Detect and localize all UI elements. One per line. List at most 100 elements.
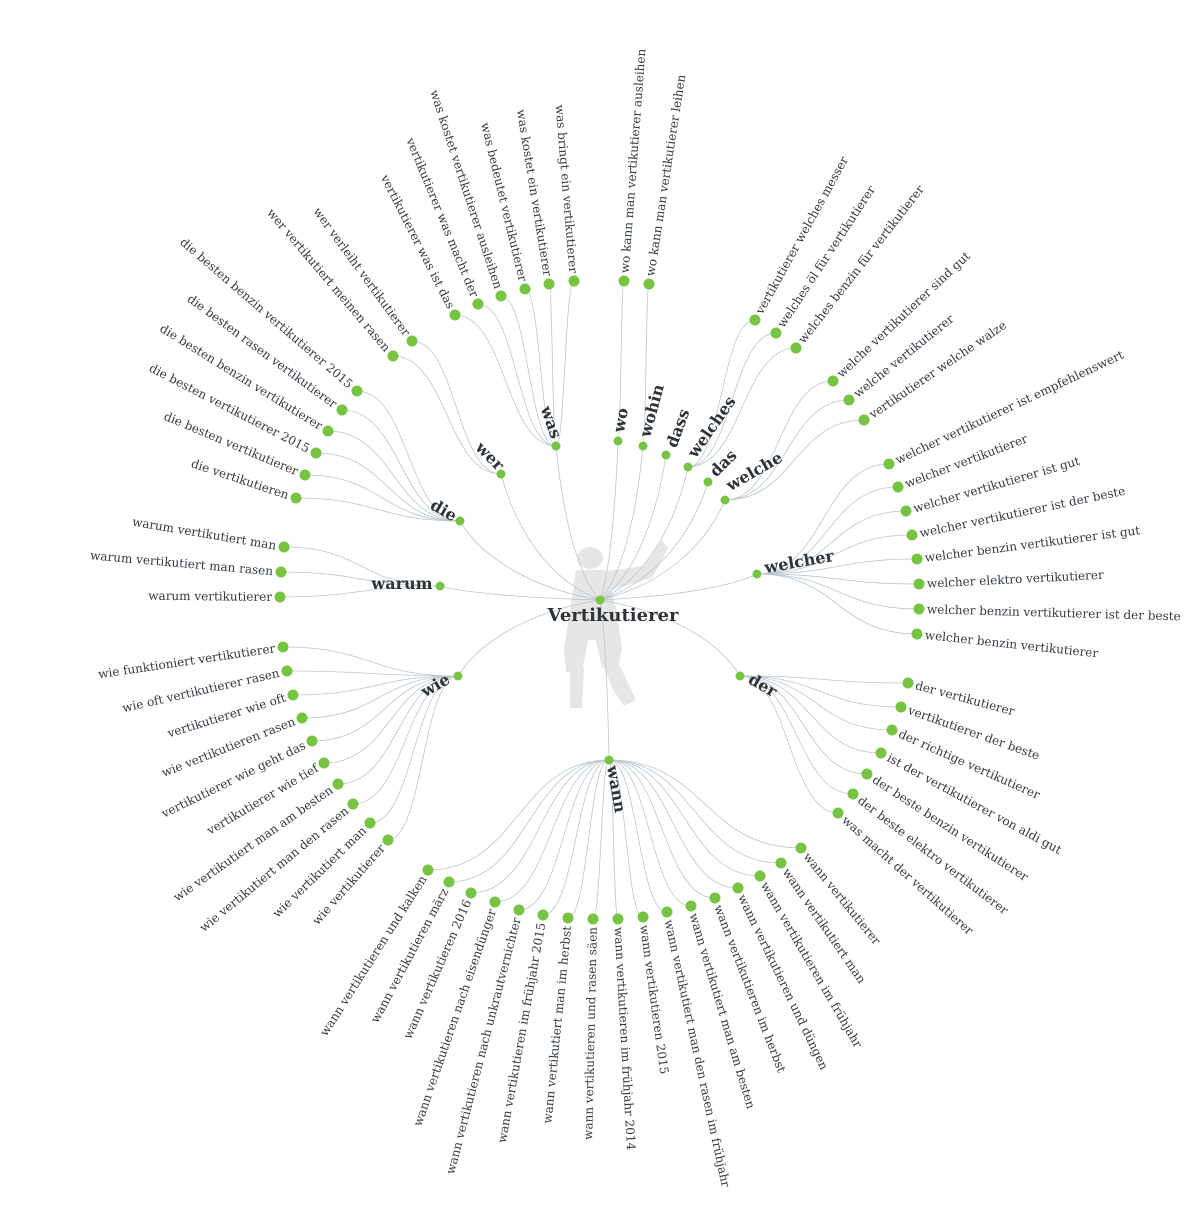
leaf-dot[interactable] xyxy=(618,275,630,287)
leaf-dot[interactable] xyxy=(495,290,507,302)
leaf-dot[interactable] xyxy=(306,735,318,747)
category-dot-warum[interactable] xyxy=(435,581,445,591)
leaf-dot[interactable] xyxy=(858,414,870,426)
leaf-dot[interactable] xyxy=(277,641,289,653)
leaf-dot[interactable] xyxy=(749,314,761,326)
leaf-dot[interactable] xyxy=(906,529,918,541)
category-dot-wer[interactable] xyxy=(496,469,506,479)
leaf-dot[interactable] xyxy=(911,553,923,565)
leaf-dot[interactable] xyxy=(382,834,394,846)
leaf-dot[interactable] xyxy=(902,677,914,689)
leaf-dot[interactable] xyxy=(562,912,574,924)
leaf-label[interactable]: was bringt ein vertikutierer xyxy=(553,104,581,274)
category-dot-welche[interactable] xyxy=(720,495,730,505)
leaf-dot[interactable] xyxy=(387,350,399,362)
leaf-dot[interactable] xyxy=(489,896,501,908)
leaf-dot[interactable] xyxy=(827,375,839,387)
leaf-dot[interactable] xyxy=(883,458,895,470)
leaf-label[interactable]: wie vertikutierer xyxy=(310,841,389,927)
leaf-dot[interactable] xyxy=(886,724,898,736)
category-dot-welches[interactable] xyxy=(683,462,693,472)
leaf-dot[interactable] xyxy=(287,689,299,701)
leaf-label[interactable]: welcher benzin vertikutierer ist der bes… xyxy=(927,602,1181,623)
leaf-dot[interactable] xyxy=(336,404,348,416)
leaf-dot[interactable] xyxy=(895,701,907,713)
leaf-dot[interactable] xyxy=(278,541,290,553)
leaf-dot[interactable] xyxy=(537,909,549,921)
leaf-dot[interactable] xyxy=(465,887,477,899)
leaf-dot[interactable] xyxy=(281,665,293,677)
category-dot-das[interactable] xyxy=(703,477,713,487)
category-label-warum[interactable]: warum xyxy=(370,574,432,593)
leaf-dot[interactable] xyxy=(290,492,302,504)
leaf-dot[interactable] xyxy=(274,591,286,603)
leaf-dot[interactable] xyxy=(911,628,923,640)
leaf-dot[interactable] xyxy=(847,788,859,800)
category-dot-dass[interactable] xyxy=(661,450,671,460)
category-dot-welcher[interactable] xyxy=(752,569,762,579)
leaf-dot[interactable] xyxy=(843,394,855,406)
category-label-wer[interactable]: wer xyxy=(471,437,508,474)
leaf-dot[interactable] xyxy=(913,578,925,590)
category-label-wo[interactable]: wo xyxy=(609,406,632,435)
leaf-dot[interactable] xyxy=(364,817,376,829)
root-node[interactable]: Vertikutierer xyxy=(547,595,680,627)
leaf-dot[interactable] xyxy=(775,857,787,869)
leaf-dot[interactable] xyxy=(351,385,363,397)
leaf-dot[interactable] xyxy=(612,913,624,925)
category-dot-wo[interactable] xyxy=(613,436,623,446)
leaf-dot[interactable] xyxy=(310,447,322,459)
leaf-dot[interactable] xyxy=(406,335,418,347)
category-dot-wann[interactable] xyxy=(604,755,614,765)
leaf-dot[interactable] xyxy=(913,603,925,615)
leaf-dot[interactable] xyxy=(422,864,434,876)
leaf-label[interactable]: welcher benzin vertikutierer xyxy=(924,628,1099,661)
leaf-dot[interactable] xyxy=(770,327,782,339)
leaf-dot[interactable] xyxy=(685,900,697,912)
leaf-dot[interactable] xyxy=(472,298,484,310)
leaf-label[interactable]: wo kann man vertikutierer leihen xyxy=(643,73,688,277)
category-dot-der[interactable] xyxy=(735,671,745,681)
leaf-dot[interactable] xyxy=(643,278,655,290)
category-label-was[interactable]: was xyxy=(536,402,566,441)
leaf-label[interactable]: welcher elektro vertikutierer xyxy=(927,568,1105,591)
leaf-dot[interactable] xyxy=(543,278,555,290)
leaf-label[interactable]: wo kann man vertikutierer ausleihen xyxy=(618,48,649,274)
leaf-dot[interactable] xyxy=(568,275,580,287)
leaf-label[interactable]: warum vertikutiert man rasen xyxy=(90,548,274,578)
leaf-dot[interactable] xyxy=(299,469,311,481)
leaf-dot[interactable] xyxy=(732,882,744,894)
leaf-dot[interactable] xyxy=(332,778,344,790)
leaf-dot[interactable] xyxy=(449,309,461,321)
leaf-dot[interactable] xyxy=(637,911,649,923)
leaf-dot[interactable] xyxy=(900,505,912,517)
leaf-label[interactable]: warum vertikutierer xyxy=(148,589,272,604)
leaf-dot[interactable] xyxy=(832,807,844,819)
leaf-label[interactable]: wann vertikutieren im frühjahr 2014 xyxy=(611,927,638,1151)
leaf-dot[interactable] xyxy=(519,283,531,295)
leaf-dot[interactable] xyxy=(861,768,873,780)
leaf-dot[interactable] xyxy=(443,876,455,888)
leaf-dot[interactable] xyxy=(347,798,359,810)
leaf-dot[interactable] xyxy=(754,870,766,882)
category-dot-wohin[interactable] xyxy=(638,441,648,451)
category-label-wohin[interactable]: wohin xyxy=(635,382,668,440)
category-dot-die[interactable] xyxy=(455,516,465,526)
category-dot-was[interactable] xyxy=(551,441,561,451)
leaf-dot[interactable] xyxy=(709,892,721,904)
leaf-dot[interactable] xyxy=(795,842,807,854)
leaf-dot[interactable] xyxy=(790,342,802,354)
leaf-dot[interactable] xyxy=(513,904,525,916)
leaf-label[interactable]: vertikutierer der beste xyxy=(905,703,1041,763)
leaf-label[interactable]: wann vertikutiert man im herbst xyxy=(540,925,574,1124)
leaf-dot[interactable] xyxy=(322,425,334,437)
leaf-dot[interactable] xyxy=(318,757,330,769)
category-dot-wie[interactable] xyxy=(453,671,463,681)
leaf-label[interactable]: wann vertikutieren und rasen säen xyxy=(581,927,600,1140)
leaf-label[interactable]: wann vertikutieren 2015 xyxy=(637,924,671,1075)
leaf-dot[interactable] xyxy=(587,913,599,925)
leaf-dot[interactable] xyxy=(875,747,887,759)
leaf-dot[interactable] xyxy=(892,481,904,493)
leaf-label[interactable]: warum vertikutiert man xyxy=(131,515,277,553)
leaf-dot[interactable] xyxy=(275,566,287,578)
